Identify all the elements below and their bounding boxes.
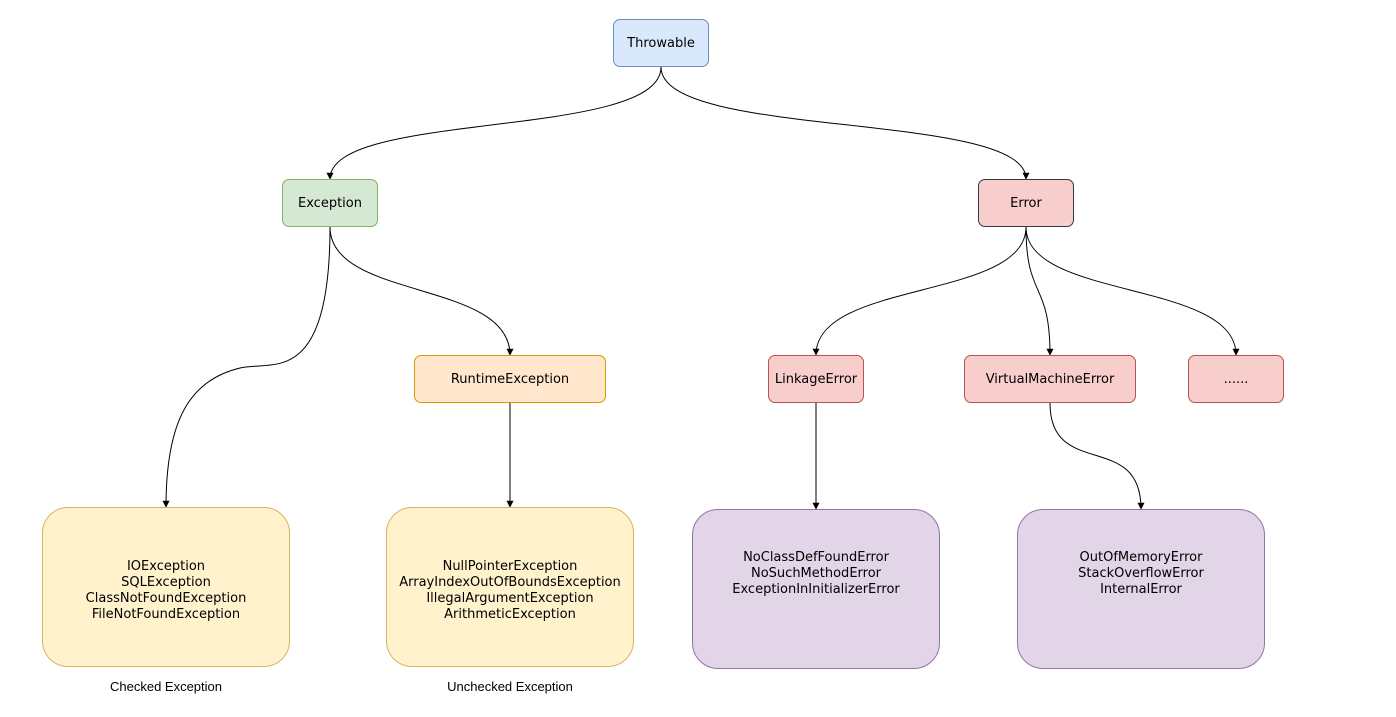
edge-error-linkage xyxy=(812,226,1027,356)
edge-vm-group xyxy=(1049,402,1145,510)
edge-error-vm xyxy=(1025,226,1054,356)
vm-error-item: OutOfMemoryError xyxy=(1079,550,1203,565)
vm-error-item: StackOverflowError xyxy=(1078,566,1204,581)
error-label: Error xyxy=(1010,195,1042,211)
linkage-errors-group: NoClassDefFoundError NoSuchMethodError E… xyxy=(692,509,940,669)
vm-errors-group: OutOfMemoryError StackOverflowError Inte… xyxy=(1017,509,1265,669)
exception-label: Exception xyxy=(298,195,362,211)
checked-exception-caption: Checked Exception xyxy=(109,679,222,694)
checked-exception-item: IOException xyxy=(126,559,206,574)
linkage-error-item: NoClassDefFoundError xyxy=(743,550,889,565)
edge-exception-checked xyxy=(162,226,331,508)
linkage-error-item: NoSuchMethodError xyxy=(751,566,881,581)
throwable-label: Throwable xyxy=(627,35,695,51)
unchecked-exception-caption: Unchecked Exception xyxy=(447,679,573,694)
linkage-error-node: LinkageError xyxy=(768,355,864,403)
linkage-error-label: LinkageError xyxy=(774,371,858,387)
runtime-exception-label: RuntimeException xyxy=(450,371,570,387)
edge-error-more xyxy=(1025,226,1240,356)
linkage-error-item: ExceptionInInitializerError xyxy=(732,582,900,597)
edge-throwable-error xyxy=(660,66,1030,180)
edge-exception-runtime xyxy=(329,226,514,356)
checked-exceptions-group: IOException SQLException ClassNotFoundEx… xyxy=(42,507,290,667)
throwable-node: Throwable xyxy=(613,19,709,67)
vm-error-item: InternalError xyxy=(1100,582,1182,597)
runtime-exception-node: RuntimeException xyxy=(414,355,606,403)
checked-exception-item: FileNotFoundException xyxy=(91,607,241,622)
checked-exception-item: SQLException xyxy=(121,575,211,590)
unchecked-exception-item: ArrayIndexOutOfBoundsException xyxy=(399,575,621,590)
exception-node: Exception xyxy=(282,179,378,227)
unchecked-exception-item: IllegalArgumentException xyxy=(426,591,594,606)
virtual-machine-error-label: VirtualMachineError xyxy=(985,371,1115,387)
unchecked-exception-item: ArithmeticException xyxy=(444,607,576,622)
edge-throwable-exception xyxy=(326,66,662,180)
unchecked-exception-item: NullPointerException xyxy=(442,559,578,574)
error-node: Error xyxy=(978,179,1074,227)
more-errors-node: ...... xyxy=(1188,355,1284,403)
checked-exception-item: ClassNotFoundException xyxy=(85,591,247,606)
more-errors-label: ...... xyxy=(1223,371,1249,387)
virtual-machine-error-node: VirtualMachineError xyxy=(964,355,1136,403)
unchecked-exceptions-group: NullPointerException ArrayIndexOutOfBoun… xyxy=(386,507,634,667)
